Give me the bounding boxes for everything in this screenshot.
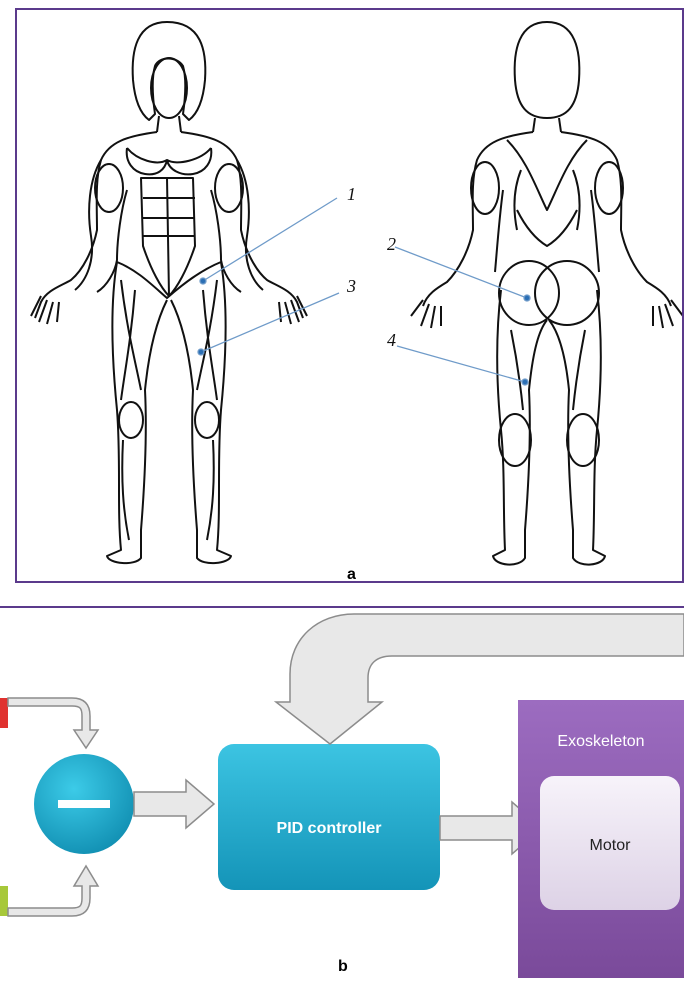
- motor-label: Motor: [540, 837, 680, 855]
- panel-a-label: a: [347, 566, 356, 584]
- sum-to-pid-arrow: [134, 780, 214, 828]
- panel-a-muscle-diagram: 1 2 3 4 a: [15, 8, 684, 583]
- callout-number-3: 3: [347, 276, 356, 297]
- feedback-arrow: [8, 866, 98, 916]
- control-loop-diagram: [0, 608, 684, 981]
- panel-b-control-diagram: [0, 608, 684, 981]
- back-figure: [411, 22, 682, 565]
- pid-controller-box: [218, 744, 440, 890]
- reference-arrow: [8, 698, 98, 748]
- exoskeleton-label: Exoskeleton: [518, 733, 684, 751]
- feedback-input-marker: [0, 886, 8, 916]
- callout-number-2: 2: [387, 234, 396, 255]
- pid-controller-label: PID controller: [218, 820, 440, 838]
- callout-number-4: 4: [387, 330, 396, 351]
- minus-sign-icon: [58, 800, 110, 808]
- callout-number-1: 1: [347, 184, 356, 205]
- front-figure: [31, 22, 307, 563]
- panel-b-label: b: [338, 958, 348, 976]
- reference-input-marker: [0, 698, 8, 728]
